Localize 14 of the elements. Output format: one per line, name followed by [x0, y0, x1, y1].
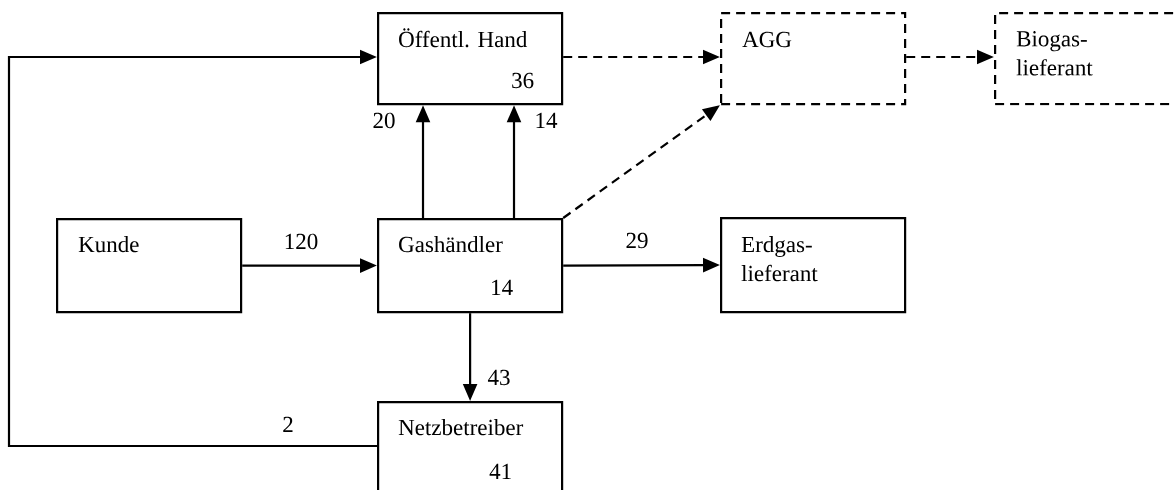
edge-label: 20 [373, 112, 395, 129]
process-box: Erdgas-lieferant [720, 217, 907, 314]
process-box: AGG [720, 12, 907, 106]
process-box: Gashändler 14 [377, 218, 564, 314]
edge-label: 2 [283, 416, 293, 432]
process-box: Öffentl. Hand 36 [377, 12, 564, 106]
process-box: Kunde [56, 218, 243, 314]
process-box: Biogas-lieferant [994, 12, 1174, 106]
process-box: Netzbetreiber 41 [377, 401, 564, 490]
edge-label: 120 [285, 233, 318, 250]
arrow [7, 49, 377, 448]
edge-label: 29 [626, 232, 648, 249]
edge-label: 14 [536, 112, 558, 128]
edge-label: 43 [487, 369, 510, 386]
